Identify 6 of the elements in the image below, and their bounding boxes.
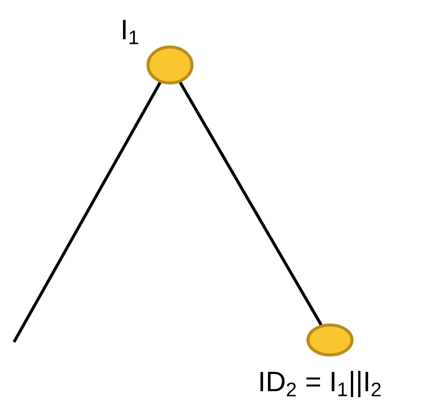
node-label: I$_{1}$ (123, 20, 138, 44)
line (12, 82, 162, 343)
circle-node (306, 324, 354, 356)
node-label: ID$_{2}$ = I$_{1}$||I$_{2}$ (260, 370, 381, 398)
line (178, 82, 322, 326)
circle-node (146, 46, 194, 84)
